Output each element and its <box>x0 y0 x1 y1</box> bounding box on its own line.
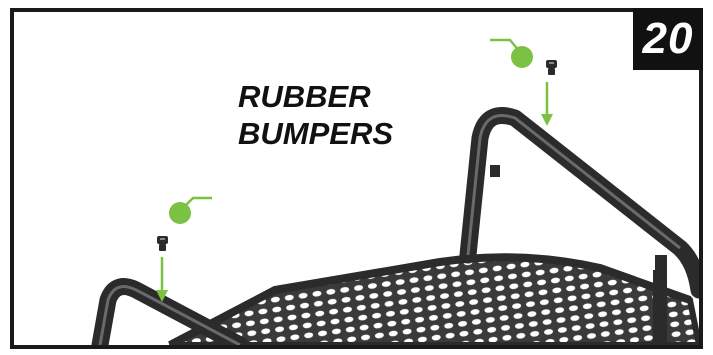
caption-line-2: BUMPERS <box>238 115 393 152</box>
caption-line-1: RUBBER <box>238 78 393 115</box>
part-caption: RUBBER BUMPERS <box>238 78 393 152</box>
step-number-badge: 20 <box>633 8 703 70</box>
right-handle-highlight <box>468 116 680 256</box>
callout-dot-icon <box>511 46 533 68</box>
left-bumper-callout <box>156 198 212 302</box>
callout-dot-icon <box>169 202 191 224</box>
leader-line <box>184 198 212 207</box>
rubber-bumper-icon <box>546 60 557 75</box>
arrow-head <box>541 114 553 126</box>
handle-bracket <box>490 165 500 177</box>
rubber-bumper-icon <box>157 236 168 251</box>
